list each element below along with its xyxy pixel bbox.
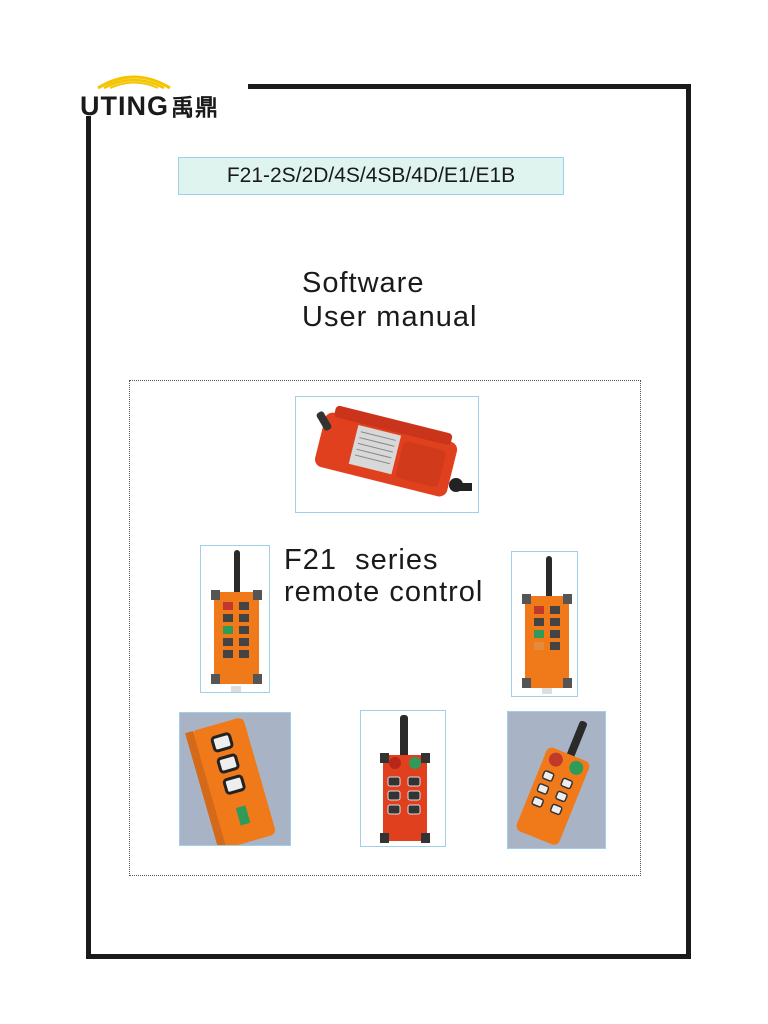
remote-angled-estop-photo [507,711,606,849]
product-photo-panel [129,380,641,876]
model-code: F21-2S/2D/4S/4SB/4D/E1/E1B [226,164,516,187]
remote-6-button-left-photo [200,545,270,693]
logo-arc-icon [97,75,171,90]
title-line-1: Software [302,267,425,299]
remote-angled-3-button-photo [179,712,291,846]
logo-text: UTING禹鼎 [80,88,219,122]
manual-title: Software User manual [302,266,477,334]
uting-logo: UTING禹鼎 [80,70,250,121]
series-line-2: remote control [284,576,484,608]
remote-red-6-button-photo [360,710,446,847]
frame-left-border [86,116,91,959]
logo-chinese: 禹鼎 [171,95,219,121]
series-title: F21 series remote control [284,544,483,608]
frame-right-border [686,84,691,959]
remote-6-button-right-photo [511,551,578,697]
receiver-unit-photo [295,396,479,513]
logo-brand: UTING [80,91,169,121]
frame-bottom-border [86,954,691,959]
series-line-1: F21 series [284,544,439,576]
frame-top-border [248,84,691,89]
model-code-box: F21-2S/2D/4S/4SB/4D/E1/E1B [178,157,564,195]
title-line-2: User manual [302,301,478,333]
